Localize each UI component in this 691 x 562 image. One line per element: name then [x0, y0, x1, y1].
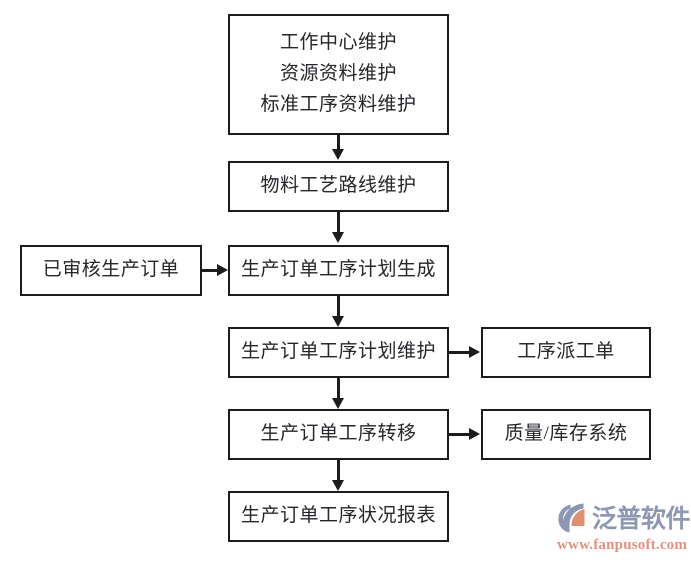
node-dispatch-order[interactable]: 工序派工单 — [481, 327, 651, 378]
node-basic-data-line-1: 工作中心维护 — [279, 32, 397, 54]
node-plan-maintain[interactable]: 生产订单工序计划维护 — [228, 327, 449, 378]
node-status-report-label: 生产订单工序状况报表 — [240, 505, 436, 527]
arrow-head-right-icon — [469, 428, 480, 440]
watermark-url-text: www.fanpusoft.com — [557, 537, 688, 553]
node-plan-maintain-label: 生产订单工序计划维护 — [240, 341, 436, 363]
node-transfer-label: 生产订单工序转移 — [260, 423, 417, 445]
node-basic-data-line-2: 资源资料维护 — [279, 63, 397, 85]
arrow-head-down-icon — [332, 316, 344, 327]
arrow-head-down-icon — [332, 398, 344, 409]
arrow-stem — [337, 135, 340, 150]
arrow-head-right-icon — [469, 346, 480, 358]
node-plan-generate-label: 生产订单工序计划生成 — [240, 259, 436, 281]
node-basic-data-line-3: 标准工序资料维护 — [260, 93, 417, 115]
watermark-logo: 泛普软件 www.fanpusoft.com — [556, 501, 691, 557]
watermark-row: 泛普软件 — [556, 501, 691, 535]
arrow-stem — [337, 212, 340, 232]
node-approved-order-label: 已审核生产订单 — [42, 259, 180, 281]
node-dispatch-order-label: 工序派工单 — [517, 341, 615, 363]
fanpu-logo-icon — [558, 503, 585, 533]
arrow-head-down-icon — [332, 232, 344, 243]
node-qc-inventory-label: 质量/库存系统 — [504, 423, 628, 445]
node-approved-order[interactable]: 已审核生产订单 — [20, 245, 202, 296]
arrow-stem — [337, 296, 340, 316]
arrow-stem — [449, 433, 470, 436]
node-plan-generate[interactable]: 生产订单工序计划生成 — [228, 245, 449, 296]
arrow-head-right-icon — [217, 264, 228, 276]
node-transfer[interactable]: 生产订单工序转移 — [228, 409, 449, 460]
watermark-brand-text: 泛普软件 — [592, 503, 691, 533]
arrow-stem — [449, 351, 470, 354]
node-routing[interactable]: 物料工艺路线维护 — [228, 161, 449, 212]
arrow-stem — [202, 269, 218, 272]
node-basic-data[interactable]: 工作中心维护 资源资料维护 标准工序资料维护 — [228, 14, 449, 135]
node-routing-label: 物料工艺路线维护 — [260, 175, 417, 197]
node-status-report[interactable]: 生产订单工序状况报表 — [228, 491, 449, 542]
arrow-head-down-icon — [332, 480, 344, 491]
arrow-stem — [337, 378, 340, 398]
arrow-stem — [337, 460, 340, 480]
arrow-head-down-icon — [332, 149, 344, 160]
node-qc-inventory[interactable]: 质量/库存系统 — [481, 409, 651, 460]
